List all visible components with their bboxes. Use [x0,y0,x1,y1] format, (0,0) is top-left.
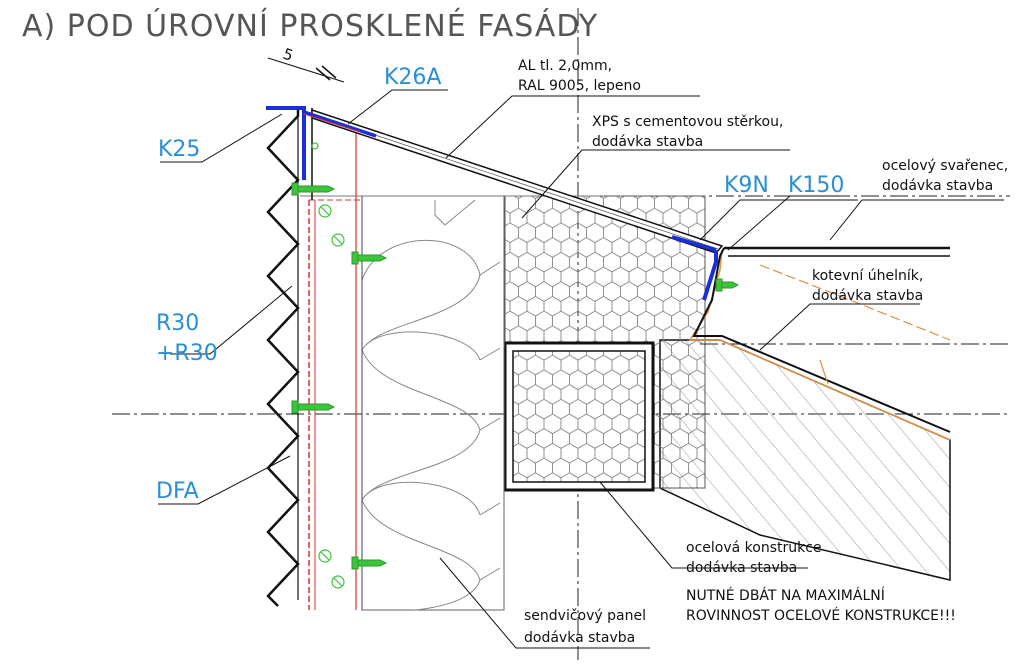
rivet-icon [318,204,332,218]
screw-icon [715,278,740,292]
dimension-marker: 5 [267,45,345,83]
note-konstrukce-line1: ocelová konstrukce [686,540,822,556]
screw-icon [351,556,388,570]
note-svarenec-line1: ocelový svařenec, [882,158,1008,174]
note-konstrukce-line2: dodávka stavba [686,560,797,576]
k25-flashing [266,106,377,180]
note-xps-line1: XPS s cementovou stěrkou, [592,114,783,130]
rivet-icon [331,575,345,589]
dimension-value: 5 [281,45,296,65]
rivet-icon [331,233,345,247]
note-warning-line1: NUTNÉ DBÁT NA MAXIMÁLNÍ [686,587,885,604]
note-xps-line2: dodávka stavba [592,134,703,150]
note-uhelnik-line2: dodávka stavba [812,288,923,304]
note-warning-line2: ROVINNOST OCELOVÉ KONSTRUKCE!!! [686,607,956,624]
label-k25: K25 [158,137,200,162]
label-k150: K150 [788,173,844,198]
label-r30-plus: +R30 [156,341,218,366]
note-panel-line1: sendvičový panel [524,608,646,624]
steel-construction [503,341,655,492]
screw-icon [291,182,336,196]
note-panel-line2: dodávka stavba [524,630,635,646]
screw-icon [291,400,336,414]
k9n-flashing [671,235,951,441]
facade-zigzag [266,110,300,607]
label-k26a: K26A [384,65,441,90]
label-r30: R30 [156,311,199,336]
rivet-symbols [318,204,345,589]
red-support-lines [308,128,360,610]
screw-icon [351,251,388,265]
note-al-line1: AL tl. 2,0mm, [518,58,612,74]
note-uhelnik-line1: kotevní úhelník, [812,268,923,284]
note-al-line2: RAL 9005, lepeno [518,78,641,94]
screws [291,182,740,570]
label-k9n: K9N [724,173,769,198]
drawing-title: A) POD ÚROVNÍ PROSKLENÉ FASÁDY [22,7,598,44]
leader-lines [158,89,1004,649]
note-svarenec-line2: dodávka stavba [882,178,993,194]
rivet-icon [318,549,332,563]
label-dfa: DFA [156,479,199,504]
